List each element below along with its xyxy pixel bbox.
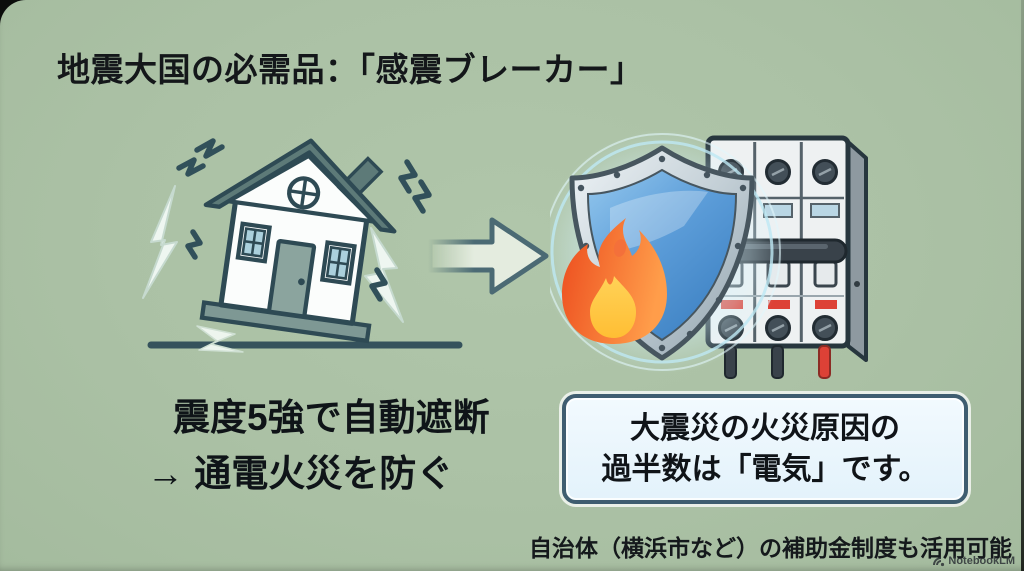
lightning-bolt-icon bbox=[196, 325, 244, 353]
shake-lines-icon bbox=[176, 138, 432, 302]
slide-title: 地震大国の必需品：「感震ブレーカー」 bbox=[57, 51, 644, 88]
flame-icon bbox=[562, 218, 667, 344]
watermark-label: NotebookLM bbox=[948, 554, 1015, 567]
shaking-house-illustration bbox=[142, 138, 463, 353]
seismic-caption: 震度5強で自動遮断 → 通電火災を防ぐ bbox=[147, 390, 490, 502]
protection-scene bbox=[550, 130, 868, 379]
notebooklm-logo-icon bbox=[933, 557, 945, 567]
right-arrow-icon bbox=[428, 217, 549, 295]
notebooklm-watermark: NotebookLM bbox=[932, 554, 1015, 567]
door-icon bbox=[267, 238, 317, 319]
breaker-wires bbox=[724, 345, 831, 379]
video-edge-artifact bbox=[1021, 0, 1024, 571]
subsidy-footnote: 自治体（横浜市など）の補助金制度も活用可能 bbox=[529, 535, 1012, 561]
fire-cause-infobox: 大震災の火災原因の 過半数は「電気」です。 bbox=[562, 394, 968, 504]
caption-line-2: → 通電火災を防ぐ bbox=[147, 453, 454, 494]
house bbox=[199, 138, 397, 344]
caption-line-1: 震度5強で自動遮断 bbox=[173, 397, 490, 438]
infobox-line-1: 大震災の火災原因の bbox=[630, 412, 900, 445]
infobox-line-2: 過半数は「電気」です。 bbox=[601, 453, 929, 486]
lightning-bolt-icon bbox=[142, 185, 178, 299]
lightning-bolt-icon bbox=[364, 227, 404, 323]
